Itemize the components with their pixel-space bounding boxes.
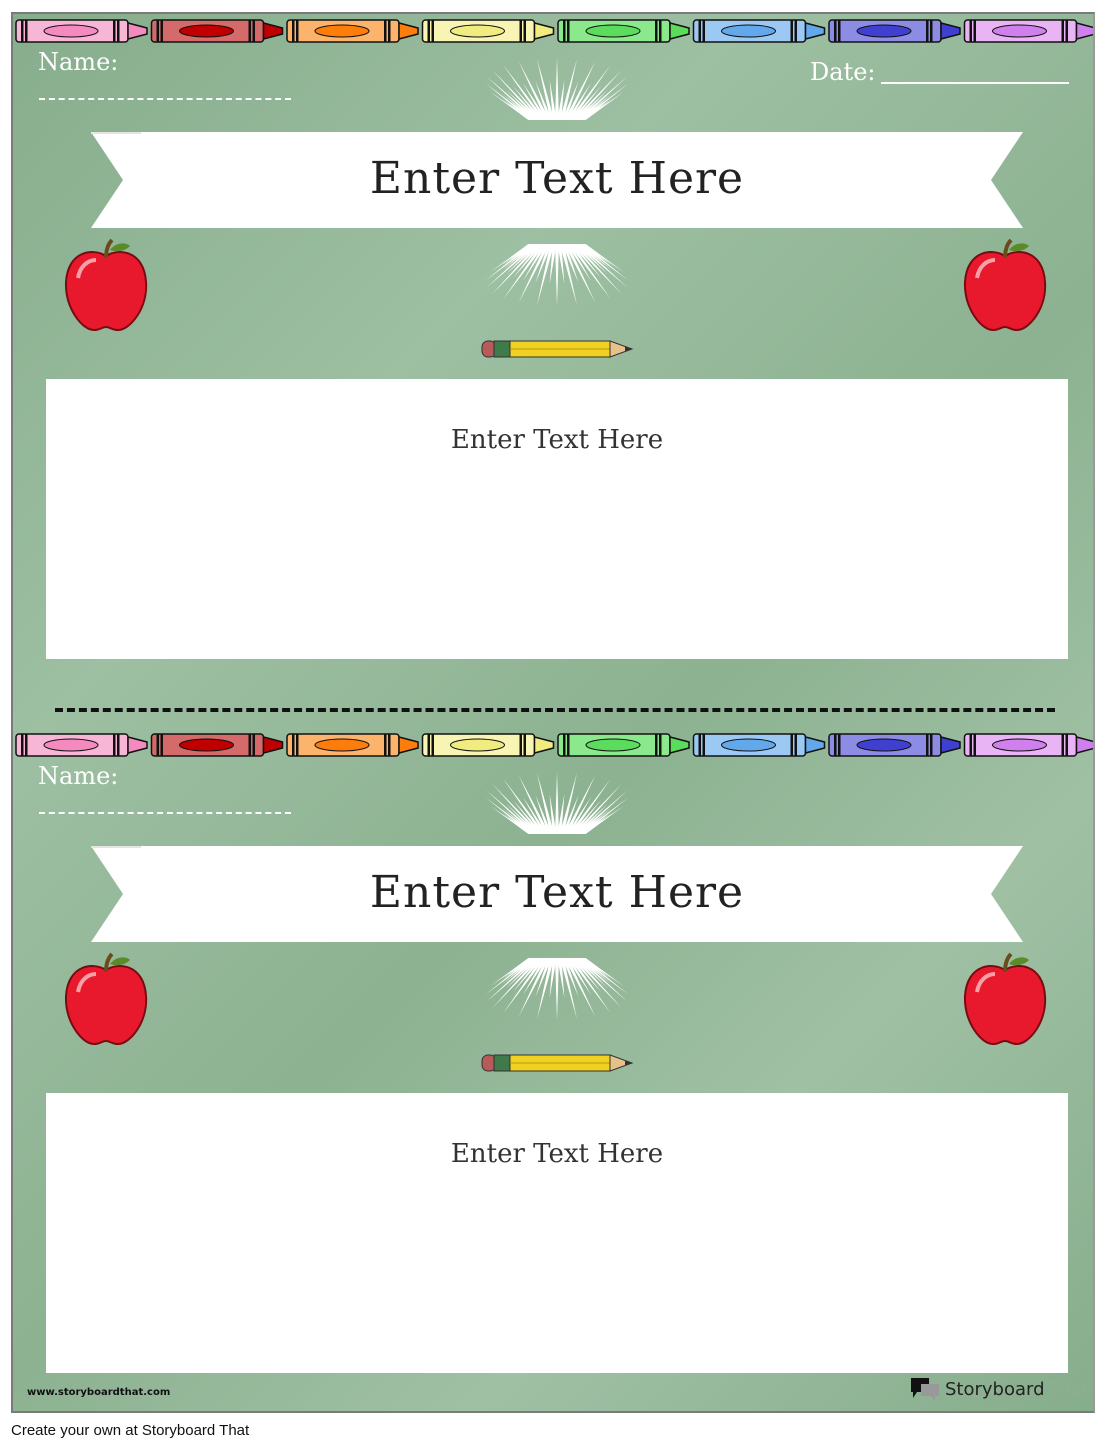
- caption[interactable]: Create your own at Storyboard That: [11, 1422, 250, 1439]
- title-text-field[interactable]: Enter Text Here: [369, 867, 745, 918]
- writing-box[interactable]: Enter Text Here: [46, 1093, 1068, 1373]
- crayon-icon: [692, 19, 826, 43]
- crayon-icon: [828, 19, 961, 43]
- pencil-icon: [481, 1054, 634, 1072]
- crayon-icon: [557, 19, 690, 43]
- sunburst-decoration: [485, 958, 629, 1020]
- crayon-icon: [286, 19, 419, 43]
- logo-word-that: That: [1048, 1378, 1090, 1400]
- writing-box[interactable]: Enter Text Here: [46, 379, 1068, 659]
- body-text-field[interactable]: Enter Text Here: [450, 425, 664, 455]
- crayon-icon: [150, 19, 284, 43]
- crayon-border: [15, 732, 1093, 758]
- crayon-icon: [963, 733, 1093, 757]
- crayon-icon: [15, 733, 148, 757]
- crayon-icon: [15, 19, 148, 43]
- name-label: Name:: [38, 48, 119, 76]
- apple-icon: [963, 952, 1047, 1046]
- crayon-icon: [557, 733, 690, 757]
- crayon-icon: [421, 19, 555, 43]
- sunburst-decoration: [485, 244, 629, 306]
- crayon-border: [15, 18, 1093, 44]
- cut-line-divider: [55, 708, 1055, 712]
- website-link[interactable]: www.storyboardthat.com: [27, 1387, 171, 1398]
- date-label: Date:: [810, 58, 876, 86]
- name-label: Name:: [38, 762, 119, 790]
- crayon-icon: [286, 733, 419, 757]
- crayon-icon: [692, 733, 826, 757]
- body-text-field[interactable]: Enter Text Here: [450, 1139, 664, 1169]
- apple-icon: [64, 952, 148, 1046]
- name-line[interactable]: [39, 812, 291, 814]
- sunburst-decoration: [485, 772, 629, 834]
- logo-word-storyboard: Storyboard: [945, 1378, 1045, 1400]
- crayon-icon: [828, 733, 961, 757]
- speech-bubbles-icon: [911, 1378, 939, 1401]
- date-line[interactable]: [881, 82, 1069, 84]
- crayon-icon: [150, 733, 284, 757]
- title-text-field[interactable]: Enter Text Here: [369, 153, 745, 204]
- apple-icon: [64, 238, 148, 332]
- crayon-icon: [421, 733, 555, 757]
- title-banner: [91, 132, 1023, 228]
- name-line[interactable]: [39, 98, 291, 100]
- apple-icon: [963, 238, 1047, 332]
- sunburst-decoration: [485, 58, 629, 120]
- pencil-icon: [481, 340, 634, 358]
- crayon-icon: [963, 19, 1093, 43]
- title-banner: [91, 846, 1023, 942]
